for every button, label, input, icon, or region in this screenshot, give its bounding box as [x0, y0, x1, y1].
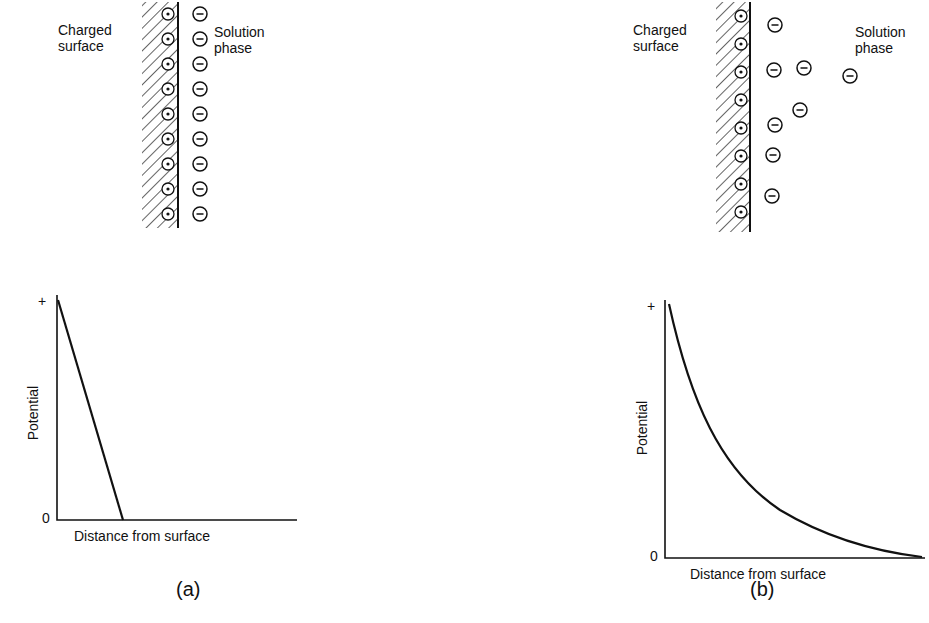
anion-sign — [772, 24, 779, 26]
axis-label: Potential — [634, 383, 650, 473]
surface-charge — [735, 206, 747, 218]
axis-tick: 0 — [42, 510, 54, 526]
surface-charge-dot — [166, 212, 169, 215]
surface-charge — [735, 66, 747, 78]
anion — [797, 61, 811, 75]
surface-label: Charged surface — [633, 22, 703, 54]
anion-sign — [772, 124, 779, 126]
surface-charge — [735, 150, 747, 162]
surface-charge — [162, 33, 174, 45]
anion — [193, 32, 207, 46]
anion — [766, 148, 780, 162]
anion-sign — [197, 213, 204, 215]
surface-charge — [162, 108, 174, 120]
anion-sign — [197, 13, 204, 15]
surface-charge-dot — [739, 14, 742, 17]
panel-label: (b) — [750, 578, 790, 600]
surface-charge-dot — [739, 42, 742, 45]
surface-charge — [162, 133, 174, 145]
anion — [193, 57, 207, 71]
anion-sign — [801, 67, 808, 69]
surface-charge-dot — [739, 210, 742, 213]
surface-charge — [735, 178, 747, 190]
surface-charge-dot — [166, 137, 169, 140]
anion-sign — [797, 109, 804, 111]
surface-label: Charged surface — [58, 22, 128, 54]
surface-charge — [162, 83, 174, 95]
anion-sign — [197, 113, 204, 115]
anion — [193, 82, 207, 96]
anion — [768, 118, 782, 132]
axes — [665, 300, 925, 558]
surface-charge-dot — [739, 70, 742, 73]
surface-charge-dot — [739, 182, 742, 185]
axis-tick: + — [647, 298, 659, 314]
anion — [193, 157, 207, 171]
surface-charge-dot — [166, 62, 169, 65]
anion — [767, 63, 781, 77]
surface-charge — [735, 94, 747, 106]
potential-curve — [669, 304, 922, 557]
anion-sign — [771, 69, 778, 71]
anion-sign — [197, 38, 204, 40]
anion — [793, 103, 807, 117]
surface-charge — [735, 122, 747, 134]
surface-charge-dot — [166, 37, 169, 40]
panel-label: (a) — [176, 578, 216, 600]
ions — [162, 7, 857, 221]
anion-sign — [197, 88, 204, 90]
anion-sign — [770, 154, 777, 156]
surface-charge-dot — [166, 162, 169, 165]
anion — [765, 189, 779, 203]
axis-tick: 0 — [650, 548, 662, 564]
anion — [193, 132, 207, 146]
anion — [193, 7, 207, 21]
surface-charge — [162, 208, 174, 220]
surface-charge-dot — [166, 87, 169, 90]
axis-label: Distance from surface — [690, 566, 910, 582]
axis-label: Potential — [25, 368, 41, 458]
axes — [57, 295, 297, 520]
surface-charge — [162, 58, 174, 70]
anion — [193, 182, 207, 196]
anion-sign — [197, 188, 204, 190]
phase-label: Solution phase — [214, 24, 284, 56]
surface-charge-dot — [166, 187, 169, 190]
axis-label: Distance from surface — [74, 528, 274, 544]
anion-sign — [197, 63, 204, 65]
surface-charge — [735, 10, 747, 22]
wall-edge — [177, 2, 179, 228]
wall-edge — [749, 2, 751, 232]
surface-charge-dot — [739, 98, 742, 101]
charged-wall — [142, 2, 178, 228]
anion-sign — [847, 75, 854, 77]
charged-wall — [716, 2, 750, 232]
anion — [768, 18, 782, 32]
surface-charge-dot — [166, 112, 169, 115]
anion — [193, 207, 207, 221]
axis-tick: + — [38, 293, 50, 309]
anion-sign — [769, 195, 776, 197]
potential-line — [58, 300, 123, 520]
phase-label: Solution phase — [855, 24, 925, 56]
surface-charge — [162, 8, 174, 20]
anion — [843, 69, 857, 83]
anion-sign — [197, 163, 204, 165]
surface-charge — [735, 38, 747, 50]
surface-charge-dot — [739, 154, 742, 157]
surface-charge-dot — [166, 12, 169, 15]
surface-charge — [162, 183, 174, 195]
surface-charge-dot — [739, 126, 742, 129]
anion-sign — [197, 138, 204, 140]
surface-charge — [162, 158, 174, 170]
anion — [193, 107, 207, 121]
